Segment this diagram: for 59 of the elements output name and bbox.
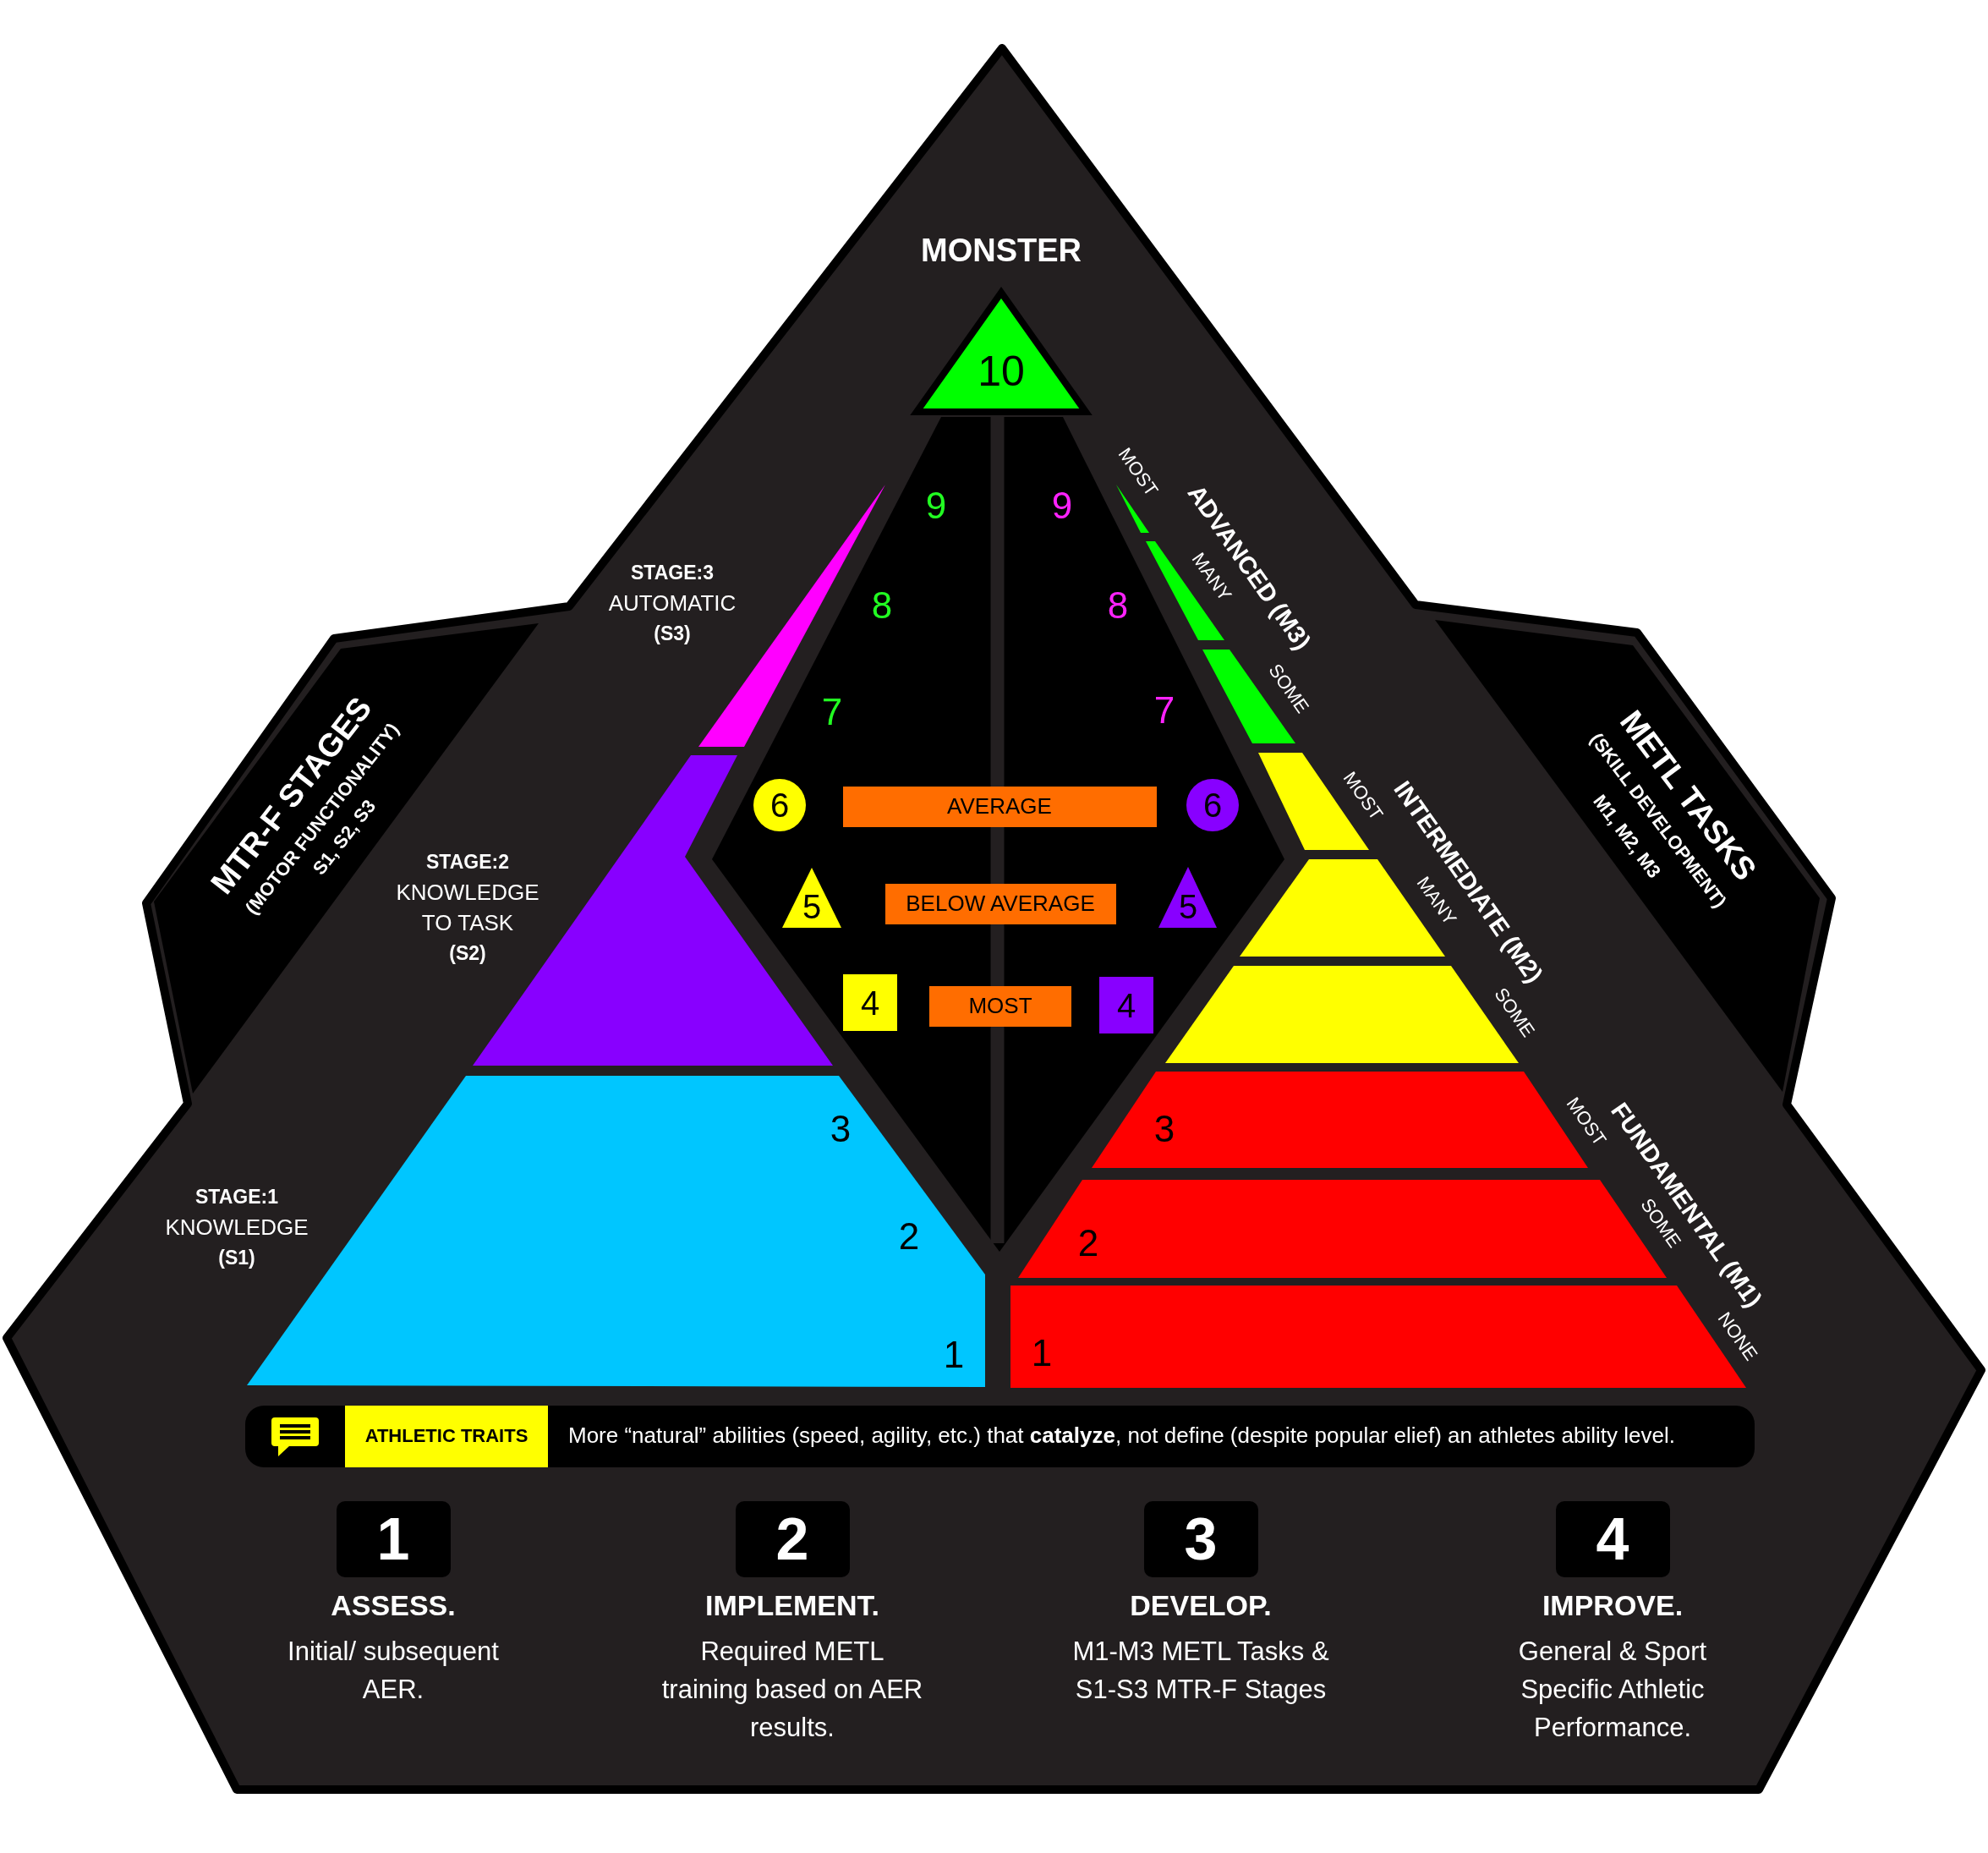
- level-number: 7: [821, 690, 843, 734]
- bar-label: BELOW AVERAGE: [906, 891, 1095, 917]
- number-square: [843, 974, 897, 1031]
- level-number: 9: [1051, 484, 1073, 528]
- stage-name: AUTOMATIC: [608, 589, 737, 617]
- level-number: 7: [1153, 688, 1175, 732]
- level-number: 10: [978, 348, 1025, 397]
- step-heading: ASSESS.: [331, 1588, 456, 1622]
- bar-label: AVERAGE: [947, 794, 1052, 820]
- step-tile: [736, 1501, 850, 1577]
- step-heading: IMPLEMENT.: [705, 1588, 879, 1622]
- level-number: 4: [860, 984, 880, 1022]
- level-number: 5: [1178, 887, 1198, 926]
- level-number: 9: [925, 484, 947, 528]
- tier-number: 3: [1153, 1107, 1175, 1151]
- number-triangle: [782, 868, 841, 928]
- level-number: 8: [1107, 584, 1129, 628]
- stage-heading: (S2): [449, 941, 486, 966]
- tier-number: 2: [898, 1214, 920, 1258]
- stage-name: KNOWLEDGE: [165, 1214, 309, 1242]
- level-number: 6: [769, 786, 790, 825]
- step-heading: DEVELOP.: [1130, 1588, 1272, 1622]
- level-number: 4: [1116, 986, 1136, 1025]
- step-description: Required METL training based on AER results.: [660, 1636, 924, 1744]
- level-bar: [929, 986, 1071, 1027]
- number-triangle: [1158, 867, 1217, 928]
- stage-heading: STAGE:3: [631, 561, 714, 585]
- tier-number: 1: [943, 1333, 965, 1377]
- stage-heading: (S1): [218, 1246, 255, 1270]
- level-number: 8: [871, 584, 893, 628]
- step-description: General & Sport Specific Athletic Performance.: [1517, 1636, 1708, 1744]
- info-bar: [245, 1406, 1755, 1467]
- step-heading: IMPROVE.: [1542, 1588, 1684, 1622]
- stage-heading: STAGE:1: [195, 1185, 278, 1209]
- level-number: 5: [802, 887, 822, 926]
- level-heading: MONSTER: [921, 233, 1082, 270]
- step-tile: [1144, 1501, 1258, 1577]
- level-bar: [843, 787, 1157, 827]
- step-number: 4: [1596, 1505, 1629, 1574]
- step-number: 2: [775, 1505, 809, 1574]
- step-description: Initial/ subsequent AER.: [287, 1636, 500, 1706]
- step-description: M1-M3 METL Tasks & S1-S3 MTR-F Stages: [1071, 1636, 1330, 1706]
- step-number: 3: [1184, 1505, 1218, 1574]
- number-square: [1099, 977, 1153, 1033]
- tag-label: [345, 1406, 548, 1467]
- step-tile: [1556, 1501, 1670, 1577]
- stage-heading: STAGE:2: [426, 850, 509, 874]
- step-tile: [337, 1501, 451, 1577]
- tag-text: ATHLETIC TRAITS: [364, 1425, 528, 1447]
- stage-name: KNOWLEDGE TO TASK: [395, 879, 540, 937]
- stage-heading: (S3): [654, 622, 691, 646]
- bar-label: MOST: [968, 994, 1032, 1019]
- tier-number: 1: [1031, 1331, 1053, 1375]
- tier-number: 3: [830, 1107, 852, 1151]
- level-bar: [885, 884, 1116, 924]
- tier-number: 2: [1077, 1221, 1099, 1265]
- level-number: 6: [1202, 786, 1223, 825]
- description-text: More “natural” abilities (speed, agility, etc.) that catalyze, not define (despite popular elief) an athletes ability level.: [568, 1423, 1675, 1449]
- step-number: 1: [376, 1505, 410, 1574]
